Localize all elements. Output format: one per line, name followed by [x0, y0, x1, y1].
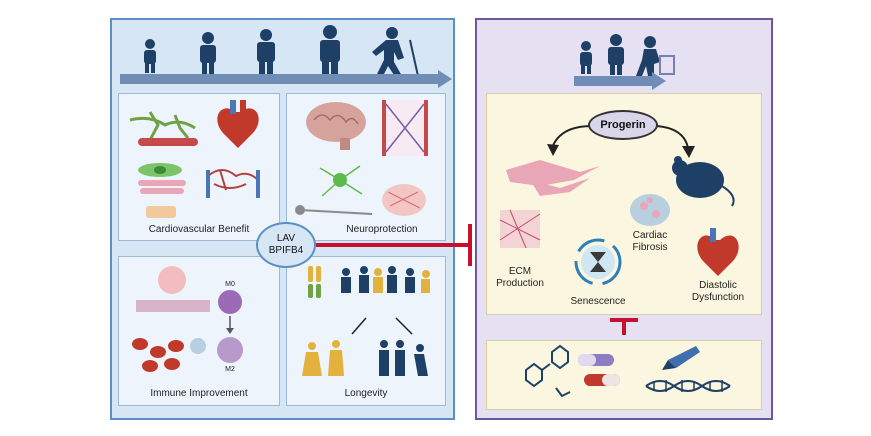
ecm-label-2: Production	[496, 278, 544, 289]
m2-label: M2	[225, 366, 235, 373]
cardiac-label-1: Cardiac	[632, 230, 668, 241]
progerin-node: Progerin	[588, 110, 658, 140]
m0-label: M0	[225, 281, 235, 288]
center-line1: LAV	[276, 233, 296, 244]
longevity-label: Longevity	[344, 388, 388, 399]
immune-box	[118, 256, 280, 406]
cardiovascular-label: Cardiovascular Benefit	[148, 224, 250, 235]
treatments-box	[486, 340, 762, 410]
neuroprotection-label: Neuroprotection	[346, 224, 418, 235]
diastolic-label-1: Diastolic	[699, 280, 737, 291]
ecm-label-1: ECM	[508, 266, 532, 277]
center-line2: BPIFB4	[268, 245, 304, 256]
cardiac-label-2: Fibrosis	[632, 242, 668, 253]
senescence-label: Senescence	[570, 296, 626, 307]
immune-label: Immune Improvement	[150, 388, 248, 399]
diastolic-label-2: Dysfunction	[691, 292, 745, 303]
lav-bpifb4-node: LAV BPIFB4	[256, 222, 316, 268]
